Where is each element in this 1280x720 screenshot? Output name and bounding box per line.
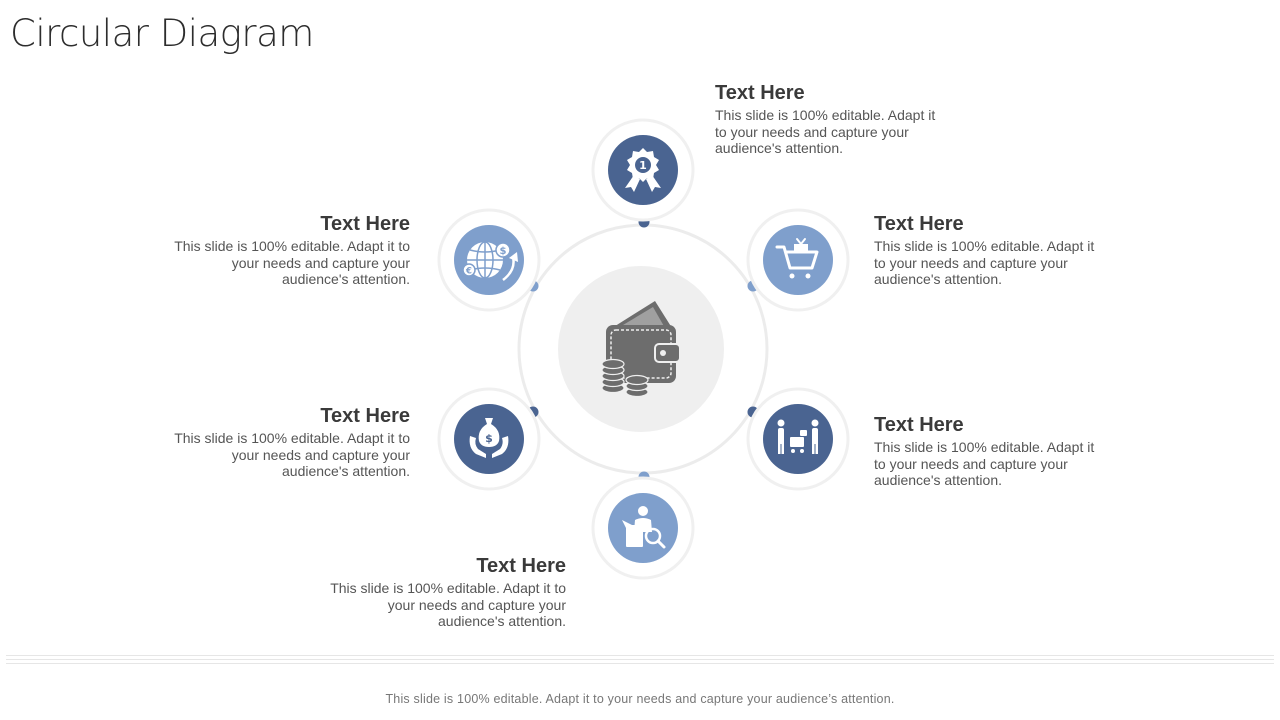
item-description: This slide is 100% editable. Adapt it to… bbox=[715, 107, 936, 156]
item-description: This slide is 100% editable. Adapt it to… bbox=[330, 580, 566, 629]
svg-text:€: € bbox=[465, 267, 472, 277]
svg-text:1: 1 bbox=[639, 159, 647, 172]
svg-text:$: $ bbox=[485, 432, 493, 445]
wallet-with-coins-icon bbox=[601, 301, 681, 398]
footer-note: This slide is 100% editable. Adapt it to… bbox=[385, 692, 895, 706]
item-description: This slide is 100% editable. Adapt it to… bbox=[174, 430, 410, 479]
item-heading: Text Here bbox=[320, 213, 410, 235]
item-heading: Text Here bbox=[320, 405, 410, 427]
award-ribbon-icon: 1 bbox=[625, 148, 661, 192]
globe-currency-icon: $ € bbox=[462, 241, 518, 281]
item-heading: Text Here bbox=[715, 82, 805, 104]
text-block-lower-left: Text Here This slide is 100% editable. A… bbox=[172, 404, 410, 480]
text-block-upper-left: Text Here This slide is 100% editable. A… bbox=[172, 212, 410, 288]
shopping-cart-icon bbox=[775, 238, 819, 279]
shopping-family-icon bbox=[777, 419, 819, 454]
item-description: This slide is 100% editable. Adapt it to… bbox=[174, 238, 410, 287]
node-upper-right bbox=[763, 225, 833, 295]
item-heading: Text Here bbox=[874, 213, 964, 235]
text-block-lower-right: Text Here This slide is 100% editable. A… bbox=[874, 413, 1104, 489]
footer-divider bbox=[6, 655, 1274, 667]
text-block-upper-right: Text Here This slide is 100% editable. A… bbox=[874, 212, 1104, 288]
money-bag-hands-icon: $ bbox=[469, 418, 509, 458]
item-heading: Text Here bbox=[476, 555, 566, 577]
item-description: This slide is 100% editable. Adapt it to… bbox=[874, 439, 1095, 488]
slide-title: Circular Diagram bbox=[10, 12, 314, 55]
item-heading: Text Here bbox=[874, 414, 964, 436]
text-block-top: Text Here This slide is 100% editable. A… bbox=[715, 81, 945, 157]
box-inspection-icon bbox=[622, 506, 666, 549]
svg-text:$: $ bbox=[500, 246, 507, 257]
text-block-bottom: Text Here This slide is 100% editable. A… bbox=[330, 554, 566, 630]
item-description: This slide is 100% editable. Adapt it to… bbox=[874, 238, 1095, 287]
